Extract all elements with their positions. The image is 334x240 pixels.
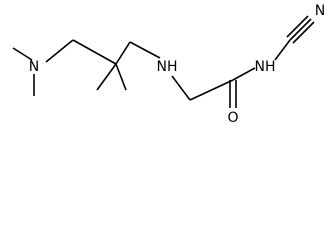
bond-n-ch2 — [45, 39, 74, 63]
bond-cquat-methyl-a — [96, 63, 117, 91]
bond-nh-ch2 — [171, 75, 191, 101]
structure-diagram: N NH NH O N — [12, 3, 325, 126]
atom-secondary-amine: NH — [157, 59, 178, 75]
atom-nitrile-n: N — [315, 3, 325, 19]
bond-cquat-methyl-b — [115, 63, 127, 91]
bond-nitrile-2 — [292, 21, 315, 44]
bond-methyl-upper — [12, 47, 33, 61]
atom-amide-nh: NH — [255, 59, 276, 75]
bond-nh-ch2-cn — [274, 39, 291, 61]
bond-ch2-carbonyl — [189, 79, 234, 101]
atom-carbonyl-o: O — [227, 110, 238, 126]
atom-amine-n: N — [29, 59, 39, 75]
bond-cquat-ch2 — [115, 41, 131, 65]
bond-carbonyl-nh — [232, 67, 256, 81]
bond-nitrile-1 — [289, 18, 312, 41]
bond-nitrile-3 — [286, 15, 309, 38]
bond-ch2-cquat — [72, 39, 117, 65]
bond-ch2-nh — [129, 41, 161, 59]
